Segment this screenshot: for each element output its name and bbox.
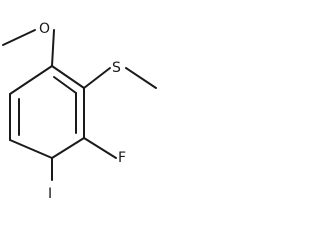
bond-s-methyl bbox=[125, 67, 157, 89]
molecule-structure: O S F I bbox=[2, 21, 157, 202]
bond-ring-c6-c1 bbox=[9, 65, 53, 95]
atom-label-sulfur: S bbox=[112, 60, 121, 76]
bond-o-ring bbox=[51, 29, 55, 67]
bond-ring-c4-c5 bbox=[9, 139, 53, 159]
bond-methyl-o bbox=[2, 29, 36, 46]
bond-ring-f bbox=[83, 137, 117, 159]
atom-label-oxygen: O bbox=[39, 21, 50, 37]
atom-label-fluorine: F bbox=[118, 150, 126, 166]
atom-label-iodine: I bbox=[48, 186, 52, 202]
bond-double-inner-3 bbox=[53, 76, 77, 94]
bond-ring-c3-c4 bbox=[51, 137, 85, 159]
bond-ring-s bbox=[83, 67, 111, 89]
bond-ring-c1-c2 bbox=[51, 65, 85, 89]
